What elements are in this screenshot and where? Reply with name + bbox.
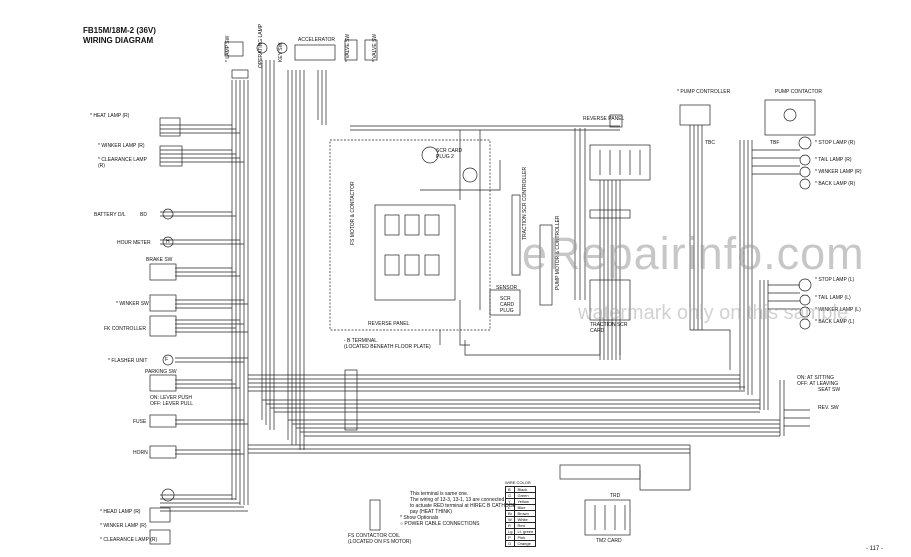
label-trd: TRD: [610, 493, 621, 499]
label-heat-lamp: * HEAT LAMP (R): [90, 113, 130, 119]
label-accelerator: ACCELERATOR: [298, 37, 336, 43]
label-fs-contactor: FS CONTACTOR COIL: [348, 533, 401, 539]
label-reverse-panel-top: REVERSE PANEL: [583, 116, 625, 122]
label-flasher-code: F: [165, 357, 169, 363]
label-back-lamp-r: * BACK LAMP (R): [815, 181, 856, 187]
left-harness: [231, 60, 327, 505]
label-battery-code: BD: [140, 212, 147, 218]
label-fuse: FUSE: [133, 419, 147, 425]
label-flasher-unit: * FLASHER UNIT: [108, 358, 148, 364]
label-parking-sw: PARKING SW: [145, 369, 177, 375]
label-winker-lamp-r: * WINKER LAMP (R): [98, 143, 145, 149]
label-valve-sw: * VALVE SW: [345, 33, 351, 62]
label-winker-lamp-l: * WINKER LAMP (L): [815, 307, 861, 313]
note-line-2: The wiring of 13-3, 13-1, 13 are connect…: [410, 497, 505, 503]
label-seat-note-1: ON: AT SITTING: [797, 375, 835, 381]
label-winker-lamp-r-bottom: * WINKER LAMP (R): [100, 523, 147, 529]
label-head-lamp-r: * HEAD LAMP (R): [100, 509, 141, 515]
label-hour-code: H: [166, 239, 170, 245]
right-controller: [464, 99, 816, 370]
wire-color-code: O: [504, 540, 516, 547]
right-harness: [739, 140, 810, 436]
label-traction-scr-card: TRACTION SCR CARD: [590, 322, 628, 334]
label-fk-controller: FK CONTROLLER: [104, 326, 146, 332]
label-lamp-sw: * LAMP SW: [225, 35, 231, 62]
watermark: eRepairinfo.com: [522, 228, 865, 279]
label-fs-contactor-note: (LOCATED ON FS MOTOR): [348, 539, 412, 545]
wire-color-name: Lt. green: [514, 528, 537, 535]
label-rev-sw: REV. SW: [818, 405, 839, 411]
controller-block: [329, 125, 620, 346]
note-line-6: ○ POWER CABLE CONNECTIONS: [400, 521, 480, 527]
label-pump-controller: * PUMP CONTROLLER: [677, 89, 731, 95]
label-valve-sw-2: * VALVE SW: [372, 33, 378, 62]
note-line-4: pay (HEAT THINK): [410, 509, 452, 515]
watermark-sub: watermark only on this sample: [578, 302, 849, 324]
note-line-3: to actuate RED terminal at HIREC B CATHO…: [410, 503, 516, 509]
bottom-components: [344, 369, 691, 536]
label-sensor: SENSOR: [496, 285, 518, 291]
label-parking-note-2: OFF: LEVER PULL: [150, 401, 194, 407]
label-horn: HORN: [133, 450, 148, 456]
label-key-sw: KEY SW: [278, 42, 284, 62]
label-back-lamp-l: * BACK LAMP (L): [815, 319, 855, 325]
diagram-subtitle: WIRING DIAGRAM: [83, 36, 154, 45]
label-scr-card-plug: SCR CARD PLUG: [500, 296, 515, 314]
note-line-1: This terminal is same one.: [410, 491, 469, 497]
label-seat-sw: SEAT SW: [818, 387, 841, 393]
label-clearance-lamp-r: * CLEARANCE LAMP (R): [98, 157, 147, 169]
label-parking-note-1: ON: LEVER PUSH: [150, 395, 192, 401]
label-tbc: TBC: [705, 140, 715, 146]
label-b-terminal: - B TERMINAL: [344, 338, 377, 344]
label-b-terminal-note: (LOCATED BENEATH FLOOR PLATE): [344, 344, 431, 350]
label-battery: BATTERY D/L: [94, 212, 126, 218]
label-tail-lamp-r: * TAIL LAMP (R): [815, 157, 852, 163]
diagram-title: FB15M/18M-2 (36V): [83, 26, 156, 35]
note-line-5: * Show Optionals: [400, 515, 439, 521]
right-lamps: [798, 136, 812, 330]
label-tbf: TBF: [770, 140, 780, 146]
label-fs-motor: FS MOTOR & CONTACTOR: [350, 181, 356, 245]
left-components: [149, 117, 183, 545]
lower-harness: [248, 374, 780, 454]
label-clearance-lamp-r-bottom: * CLEARANCE LAMP (R): [100, 537, 158, 543]
label-tm2-card: TM2 CARD: [596, 538, 622, 544]
label-pump-contactor: PUMP CONTACTOR: [775, 89, 822, 95]
left-branches: [160, 124, 248, 512]
wire-color-title: WIRE COLOR: [505, 480, 531, 485]
top-components: [224, 39, 378, 79]
label-reverse-panel-bottom: REVERSE PANEL: [368, 321, 410, 327]
label-seat-note-2: OFF: AT LEAVING: [797, 381, 839, 387]
label-operating-lamp: OPERATING LAMP: [258, 23, 264, 68]
label-winker-lamp-r-right: * WINKER LAMP (R): [815, 169, 862, 175]
label-winker-sw: * WINKER SW: [116, 301, 149, 307]
page-number: - 117 -: [866, 546, 883, 552]
label-brake-sw: BRAKE SW: [146, 257, 173, 263]
label-scr-card: SCR CARD PLUG 2: [436, 148, 463, 160]
wire-color-name: Orange: [514, 540, 537, 547]
label-tail-lamp-l: * TAIL LAMP (L): [815, 295, 851, 301]
label-hour-meter: HOUR METER: [117, 240, 151, 246]
label-stop-lamp-l: * STOP LAMP (L): [815, 277, 855, 283]
label-stop-lamp-r: * STOP LAMP (R): [815, 140, 856, 146]
